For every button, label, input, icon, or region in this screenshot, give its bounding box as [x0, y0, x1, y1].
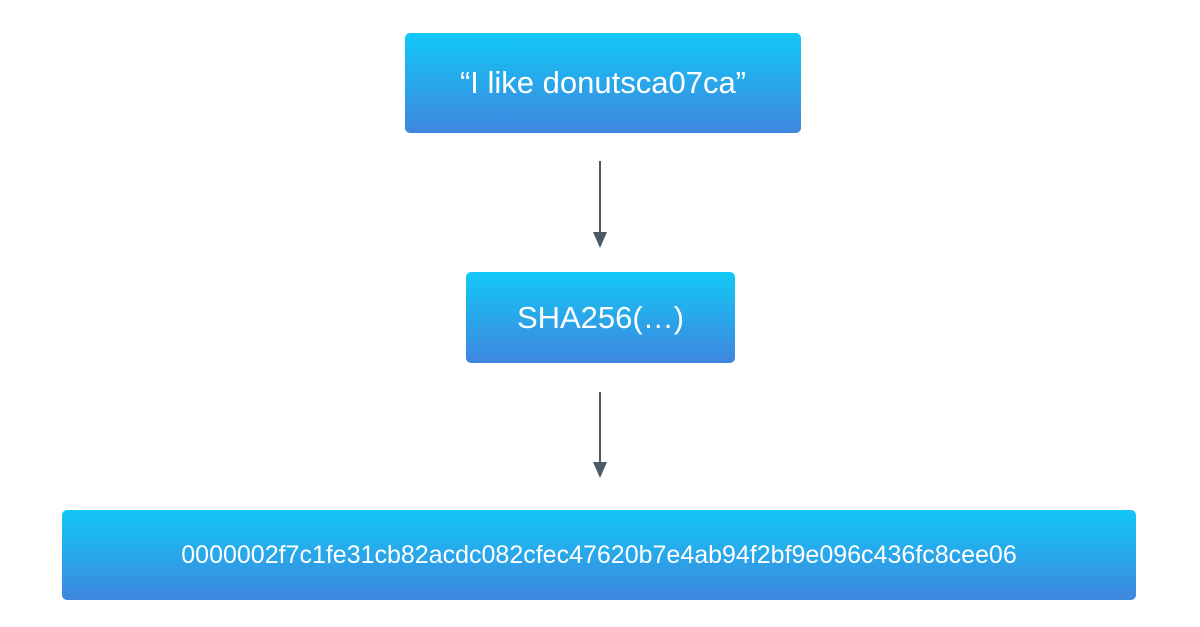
arrow-input-to-hash	[593, 161, 607, 248]
arrow-hash-to-output	[593, 392, 607, 478]
hash-function-box: SHA256(…)	[466, 272, 735, 363]
hash-output-box: 0000002f7c1fe31cb82acdc082cfec47620b7e4a…	[62, 510, 1136, 600]
input-string-box: “I like donutsca07ca”	[405, 33, 801, 133]
